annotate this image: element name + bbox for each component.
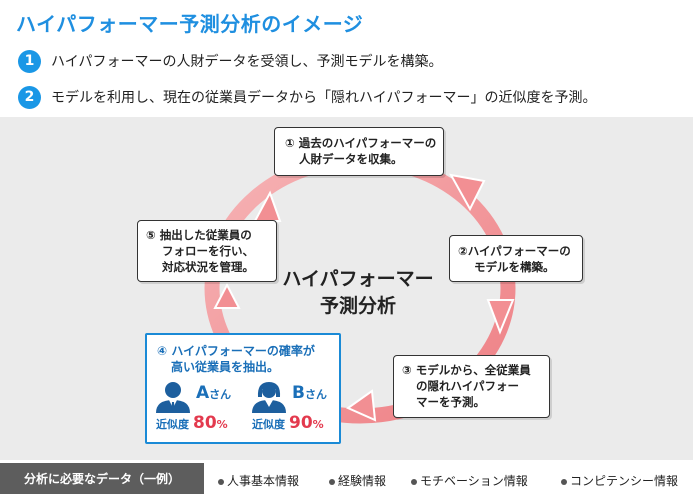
box5-line3: 対応状況を管理。 bbox=[162, 260, 254, 274]
bullet-icon bbox=[329, 478, 335, 485]
center-line1: ハイパフォーマー bbox=[282, 268, 434, 290]
step-box-predict: ③ モデルから、全従業員 の隠れハイパフォー マーを予測。 bbox=[393, 355, 550, 418]
box2-line1: ②ハイパフォーマーの bbox=[458, 244, 571, 258]
footer-item: コンピテンシー情報 bbox=[561, 472, 678, 489]
header: ハイパフォーマー予測分析のイメージ 1 ハイパフォーマーの人財データを受領し、予… bbox=[0, 0, 693, 117]
cycle-arrow-4-icon bbox=[213, 282, 241, 309]
step-2: 2 モデルを利用し、現在の従業員データから「隠れハイパフォーマー」の近似度を予測… bbox=[18, 85, 596, 109]
cycle-arrow-1-icon bbox=[449, 173, 486, 212]
box3-line3: マーを予測。 bbox=[416, 395, 485, 409]
step-1-text: ハイパフォーマーの人財データを受領し、予測モデルを構築。 bbox=[51, 54, 443, 70]
page-title: ハイパフォーマー予測分析のイメージ bbox=[16, 12, 364, 36]
step-1: 1 ハイパフォーマーの人財データを受領し、予測モデルを構築。 bbox=[18, 49, 442, 73]
cycle-center-label: ハイパフォーマー 予測分析 bbox=[268, 266, 448, 320]
box1-line1: ① 過去のハイパフォーマーの bbox=[285, 136, 437, 150]
step-box-follow-up: ⑤ 抽出した従業員の フォローを行い、 対応状況を管理。 bbox=[137, 220, 277, 282]
footer: 分析に必要なデータ（一例） 人事基本情報 経験情報 モチベーション情報 コンピテ… bbox=[0, 460, 693, 497]
footer-item: モチベーション情報 bbox=[411, 472, 528, 489]
step-box-collect-data: ① 過去のハイパフォーマーの 人財データを収集。 bbox=[274, 127, 444, 176]
box3-line1: ③ モデルから、全従業員 bbox=[402, 363, 531, 377]
cycle-arrow-2-icon bbox=[486, 299, 515, 335]
female-user-icon bbox=[252, 382, 286, 413]
box3-line2: の隠れハイパフォー bbox=[416, 379, 520, 393]
step-2-number-badge: 2 bbox=[18, 85, 41, 109]
box1-line2: 人財データを収集。 bbox=[299, 152, 403, 166]
bullet-icon bbox=[411, 478, 417, 485]
step-1-number-badge: 1 bbox=[18, 49, 41, 73]
employee-a-name: Aさん bbox=[196, 383, 232, 403]
box5-line1: ⑤ 抽出した従業員の bbox=[146, 228, 252, 242]
male-user-icon bbox=[156, 382, 190, 413]
cycle-arrow-3-icon bbox=[345, 389, 377, 422]
box4-line2: 高い従業員を抽出。 bbox=[171, 360, 280, 374]
box4-line1: ④ ハイパフォーマーの確率が bbox=[157, 344, 315, 358]
bullet-icon bbox=[561, 478, 567, 485]
box2-line2: モデルを構築。 bbox=[474, 260, 555, 274]
center-line2: 予測分析 bbox=[319, 295, 396, 317]
footer-item: 人事基本情報 bbox=[218, 472, 299, 489]
step-2-text: モデルを利用し、現在の従業員データから「隠れハイパフォーマー」の近似度を予測。 bbox=[51, 90, 597, 106]
footer-label: 分析に必要なデータ（一例） bbox=[0, 463, 204, 494]
step-box-build-model: ②ハイパフォーマーの モデルを構築。 bbox=[449, 235, 583, 282]
footer-item: 経験情報 bbox=[329, 472, 386, 489]
bullet-icon bbox=[218, 478, 224, 485]
box5-line2: フォローを行い、 bbox=[162, 244, 254, 258]
employee-b-name: Bさん bbox=[292, 383, 327, 403]
